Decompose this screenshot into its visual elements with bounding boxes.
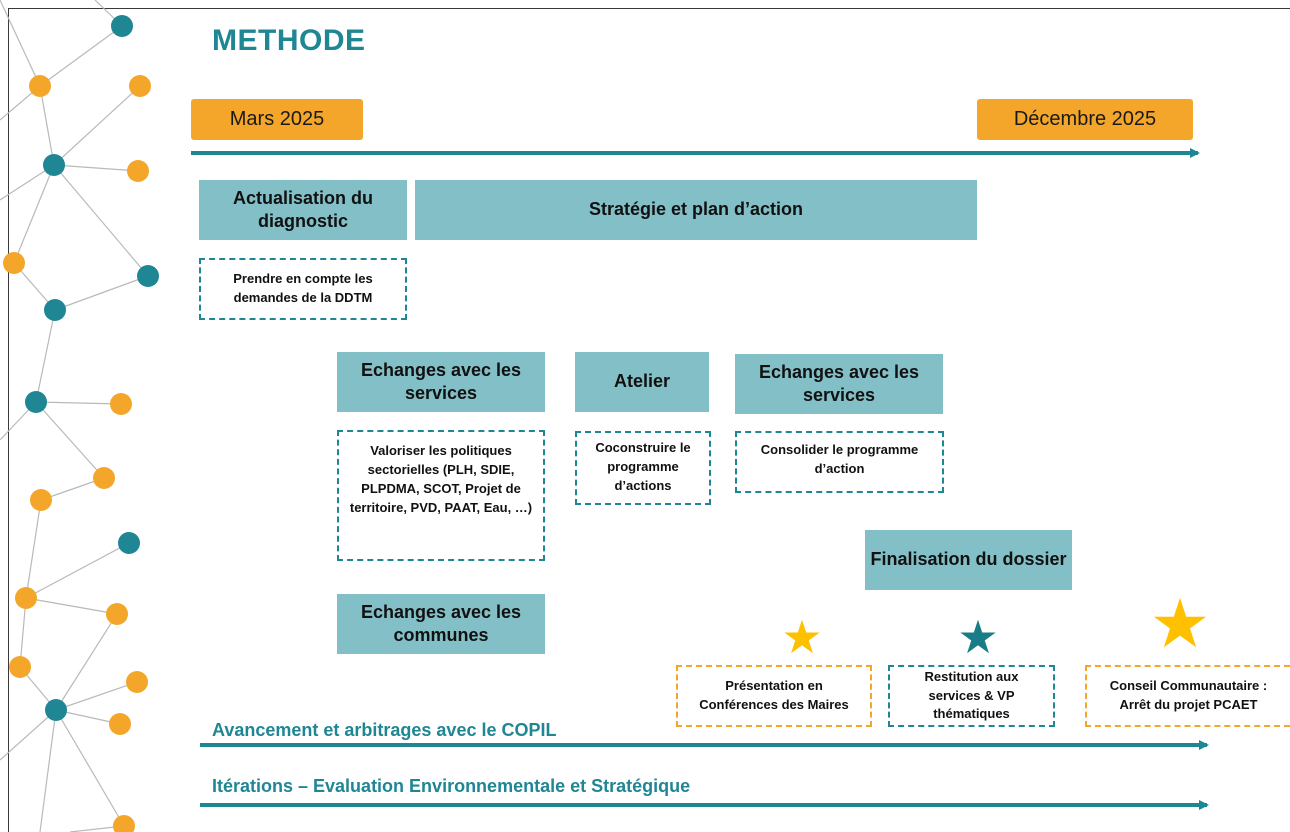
network-node — [106, 603, 128, 625]
page-title: METHODE — [212, 24, 366, 57]
network-link — [39, 85, 55, 166]
network-node — [25, 391, 47, 413]
network-link — [53, 85, 141, 166]
network-link — [35, 401, 105, 479]
note-coconstruire: Coconstruire le programme d’actions — [575, 431, 711, 505]
phase-echanges-services-2: Echanges avec les services — [735, 354, 943, 414]
network-node — [45, 699, 67, 721]
end-date-badge: Décembre 2025 — [977, 99, 1193, 140]
network-link — [55, 709, 125, 827]
network-link — [35, 309, 56, 403]
milestone-conseil: Conseil Communautaire : Arrêt du projet … — [1085, 665, 1290, 727]
network-link — [13, 164, 55, 264]
network-link — [40, 477, 105, 501]
network-link — [19, 597, 27, 668]
slide-frame — [8, 8, 1290, 832]
milestone-restitution: Restitution aux services & VP thématique… — [888, 665, 1055, 727]
lane-copil-label: Avancement et arbitrages avec le COPIL — [212, 720, 557, 740]
network-link — [25, 499, 42, 599]
network-node — [137, 265, 159, 287]
network-node — [129, 75, 151, 97]
milestone-star-restitution-icon: ★ — [957, 611, 999, 663]
network-node — [29, 75, 51, 97]
note-politiques: Valoriser les politiques sectorielles (P… — [337, 430, 545, 561]
network-node — [44, 299, 66, 321]
network-link — [55, 613, 118, 711]
network-link — [53, 164, 139, 172]
note-ddtm: Prendre en compte les demandes de la DDT… — [199, 258, 407, 320]
network-link — [25, 597, 118, 615]
phase-finalisation: Finalisation du dossier — [865, 530, 1072, 590]
milestone-maires: Présentation en Conférences des Maires — [676, 665, 872, 727]
network-link — [39, 25, 123, 87]
network-node — [127, 160, 149, 182]
network-node — [93, 467, 115, 489]
phase-diagnostic: Actualisation du diagnostic — [199, 180, 407, 240]
network-link — [39, 709, 57, 832]
network-link — [0, 0, 41, 87]
network-decoration — [0, 0, 159, 832]
network-node — [9, 656, 31, 678]
phase-strategie: Stratégie et plan d’action — [415, 180, 977, 240]
network-link — [0, 709, 57, 761]
network-link — [55, 681, 138, 711]
network-node — [113, 815, 135, 832]
phase-echanges-services-1: Echanges avec les services — [337, 352, 545, 412]
network-link — [35, 401, 122, 405]
network-link — [25, 542, 130, 599]
network-node — [111, 15, 133, 37]
milestone-star-conseil-icon: ★ — [1149, 586, 1211, 662]
network-node — [30, 489, 52, 511]
network-node — [43, 154, 65, 176]
phase-echanges-communes: Echanges avec les communes — [337, 594, 545, 654]
note-consolider: Consolider le programme d’action — [735, 431, 944, 493]
network-node — [3, 252, 25, 274]
network-link — [53, 164, 149, 277]
start-date-badge: Mars 2025 — [191, 99, 363, 140]
network-node — [15, 587, 37, 609]
lane-evaluation-label: Itérations – Evaluation Environnementale… — [212, 776, 691, 796]
network-node — [118, 532, 140, 554]
network-node — [109, 713, 131, 735]
network-link — [54, 275, 149, 311]
milestone-star-maires-icon: ★ — [781, 611, 823, 663]
phase-atelier: Atelier — [575, 352, 709, 412]
network-node — [126, 671, 148, 693]
network-node — [110, 393, 132, 415]
